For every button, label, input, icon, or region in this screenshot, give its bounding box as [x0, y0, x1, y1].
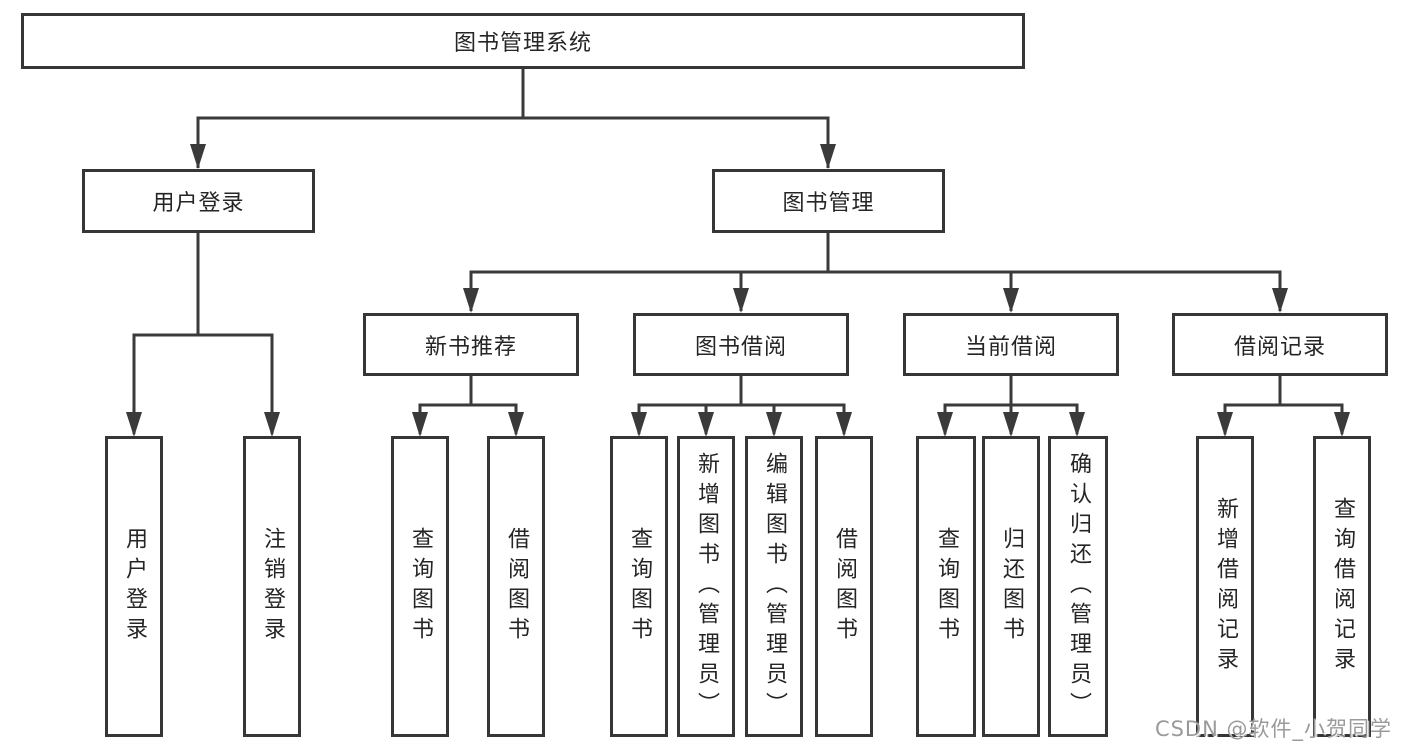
connector-root-branch — [196, 69, 830, 168]
node-book-management: 图书管理 — [712, 169, 945, 233]
connector-current-borrow-branch — [943, 376, 1079, 434]
leaf-logout: 注销登录 — [243, 436, 301, 737]
node-current-borrow: 当前借阅 — [903, 313, 1119, 376]
leaf-records-add-record: 新增借阅记录 — [1196, 436, 1254, 737]
connector-new-rec-branch — [418, 376, 518, 434]
leaf-borrow-add-books-admin: 新增图书（管理员） — [677, 436, 735, 737]
leaf-user-login: 用户登录 — [105, 436, 163, 737]
connector-borrow-records-branch — [1223, 376, 1344, 434]
node-book-borrow: 图书借阅 — [633, 313, 849, 376]
leaf-records-query-record: 查询借阅记录 — [1313, 436, 1371, 737]
leaf-borrow-borrow-books: 借阅图书 — [815, 436, 873, 737]
connector-book-borrow-branch — [637, 376, 846, 434]
connector-user-login-branch — [132, 233, 274, 434]
node-borrow-records: 借阅记录 — [1172, 313, 1388, 376]
leaf-current-confirm-return-admin: 确认归还（管理员） — [1048, 436, 1108, 737]
node-new-book-recommend: 新书推荐 — [363, 313, 579, 376]
leaf-newrec-borrow-books: 借阅图书 — [487, 436, 545, 737]
leaf-borrow-query-books: 查询图书 — [610, 436, 668, 737]
leaf-current-return-books: 归还图书 — [982, 436, 1040, 737]
connector-book-mgmt-branch — [469, 233, 1282, 311]
csdn-watermark: CSDN @软件_小贺同学 — [1154, 717, 1392, 741]
leaf-borrow-edit-books-admin: 编辑图书（管理员） — [745, 436, 803, 737]
leaf-current-query-books: 查询图书 — [916, 436, 976, 737]
node-root-system: 图书管理系统 — [21, 13, 1025, 69]
node-user-login: 用户登录 — [82, 169, 315, 233]
leaf-newrec-query-books: 查询图书 — [391, 436, 449, 737]
